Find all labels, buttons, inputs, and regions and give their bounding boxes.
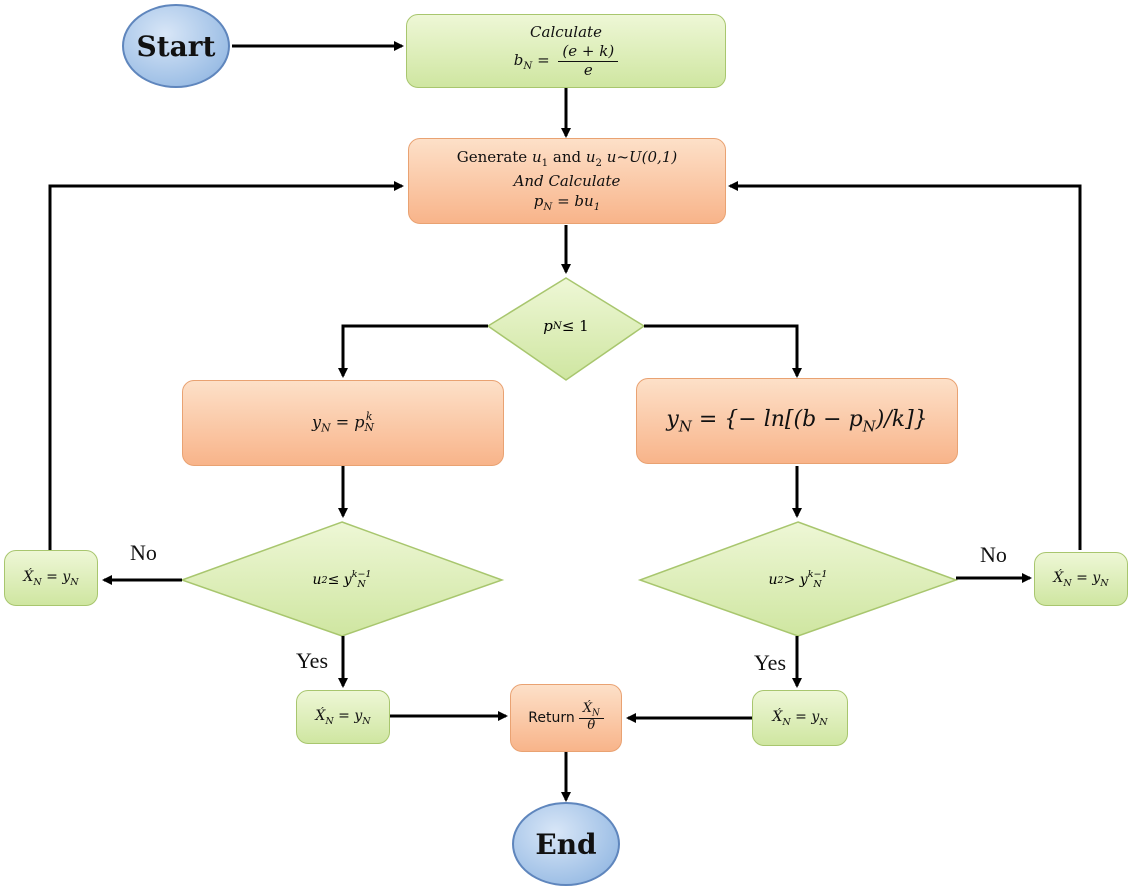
- return-box: Return X́N θ: [510, 684, 622, 752]
- no-label-left: No: [130, 540, 157, 565]
- assign-box-left-yes: X́N = yN: [296, 690, 390, 744]
- assign-far-right-formula: X́N = yN: [1053, 569, 1109, 589]
- loop-left-back: [48, 181, 404, 550]
- start-terminal: Start: [122, 4, 230, 88]
- and-calculate-line: And Calculate: [513, 171, 621, 190]
- loop-right-back: [728, 181, 1082, 550]
- no-label-right: No: [980, 542, 1007, 567]
- end-terminal: End: [512, 802, 620, 886]
- assign-far-left-formula: X́N = yN: [23, 568, 79, 588]
- assign-box-right-yes: X́N = yN: [752, 690, 848, 746]
- calculate-b-formula: bN = (e + k) e: [514, 43, 619, 79]
- start-label: Start: [136, 29, 216, 63]
- generate-box: Generate u1 and u2 u~U(0,1) And Calculat…: [408, 138, 726, 224]
- return-word: Return: [528, 710, 575, 726]
- yes-label-left: Yes: [296, 648, 329, 673]
- yes-label-right: Yes: [754, 650, 787, 675]
- generate-line: Generate u1 and u2 u~U(0,1): [456, 148, 678, 170]
- calculate-b-box: Calculate bN = (e + k) e: [406, 14, 726, 88]
- assign-left-yes-formula: X́N = yN: [315, 707, 371, 727]
- p-formula: pN = bu1: [533, 192, 601, 214]
- yn-right-box: yN = {− ln[(b − pN)/k]}: [636, 378, 958, 464]
- return-fraction: X́N θ: [578, 701, 604, 735]
- arrow-decision-to-left-branch: [338, 324, 488, 378]
- assign-right-yes-formula: X́N = yN: [772, 708, 828, 728]
- b-fraction: (e + k) e: [558, 43, 619, 79]
- assign-box-far-right: X́N = yN: [1034, 552, 1128, 606]
- calculate-heading: Calculate: [530, 23, 602, 42]
- arrow-decision-to-right-branch: [644, 324, 802, 378]
- end-label: End: [535, 827, 597, 861]
- assign-box-far-left: X́N = yN: [4, 550, 98, 606]
- decision-diamond-p: [486, 277, 646, 381]
- yn-right-formula: yN = {− ln[(b − pN)/k]}: [666, 406, 928, 436]
